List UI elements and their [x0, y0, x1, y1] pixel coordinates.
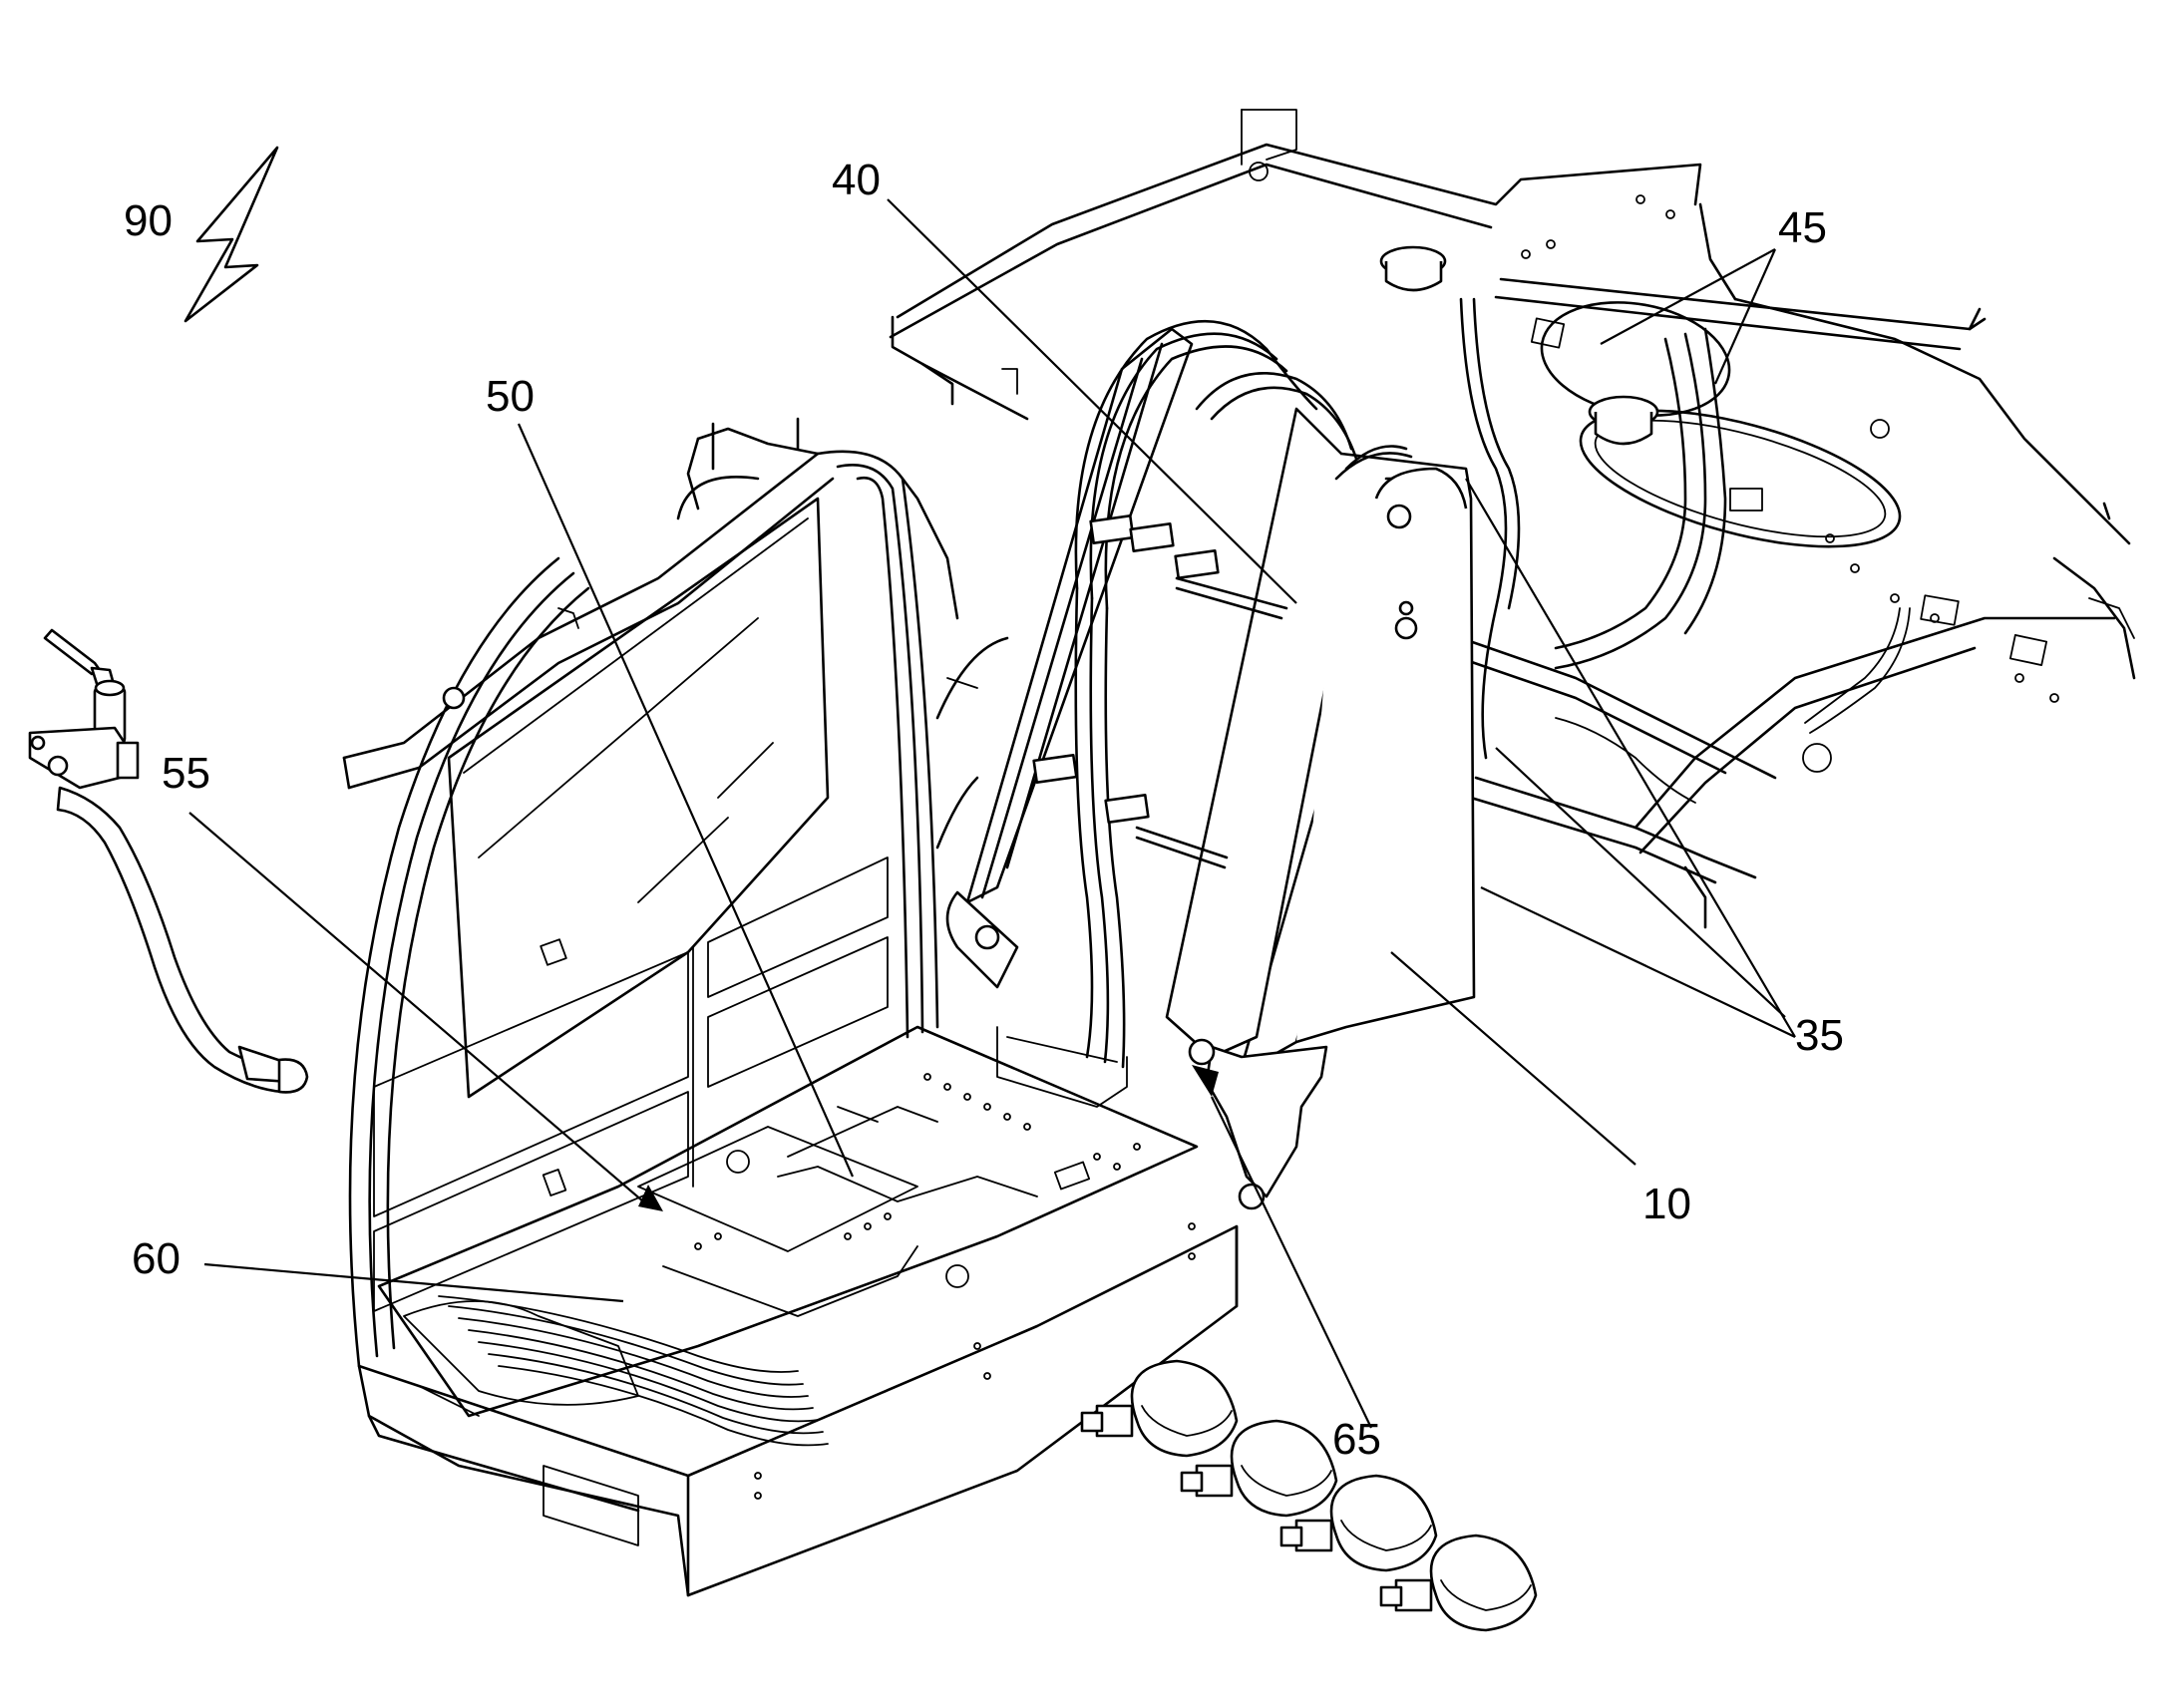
chassis-frame	[889, 109, 2136, 929]
reference-numerals: 90 40 45 50 55 60 65 35 10	[124, 156, 1844, 1464]
ref-label-10: 10	[1642, 1180, 1691, 1228]
leader-lines	[188, 198, 1796, 1429]
boom-assembly	[945, 319, 1476, 1210]
ref-label-60: 60	[132, 1234, 181, 1283]
ref-label-90: 90	[124, 196, 173, 245]
ref-label-50: 50	[486, 372, 535, 421]
ref-label-35: 35	[1795, 1011, 1844, 1060]
ref-label-65: 65	[1332, 1415, 1381, 1464]
ref-label-55: 55	[162, 749, 210, 798]
valve-hose-assembly	[28, 628, 309, 1094]
cab-floor	[357, 1025, 1239, 1597]
cab-wall	[342, 417, 1009, 1368]
hose-bundle	[1459, 297, 1911, 804]
lightning-bolt-icon	[183, 146, 279, 323]
ref-label-40: 40	[832, 156, 881, 204]
rubber-mounts	[1080, 1359, 1538, 1632]
ref-label-45: 45	[1778, 203, 1827, 252]
